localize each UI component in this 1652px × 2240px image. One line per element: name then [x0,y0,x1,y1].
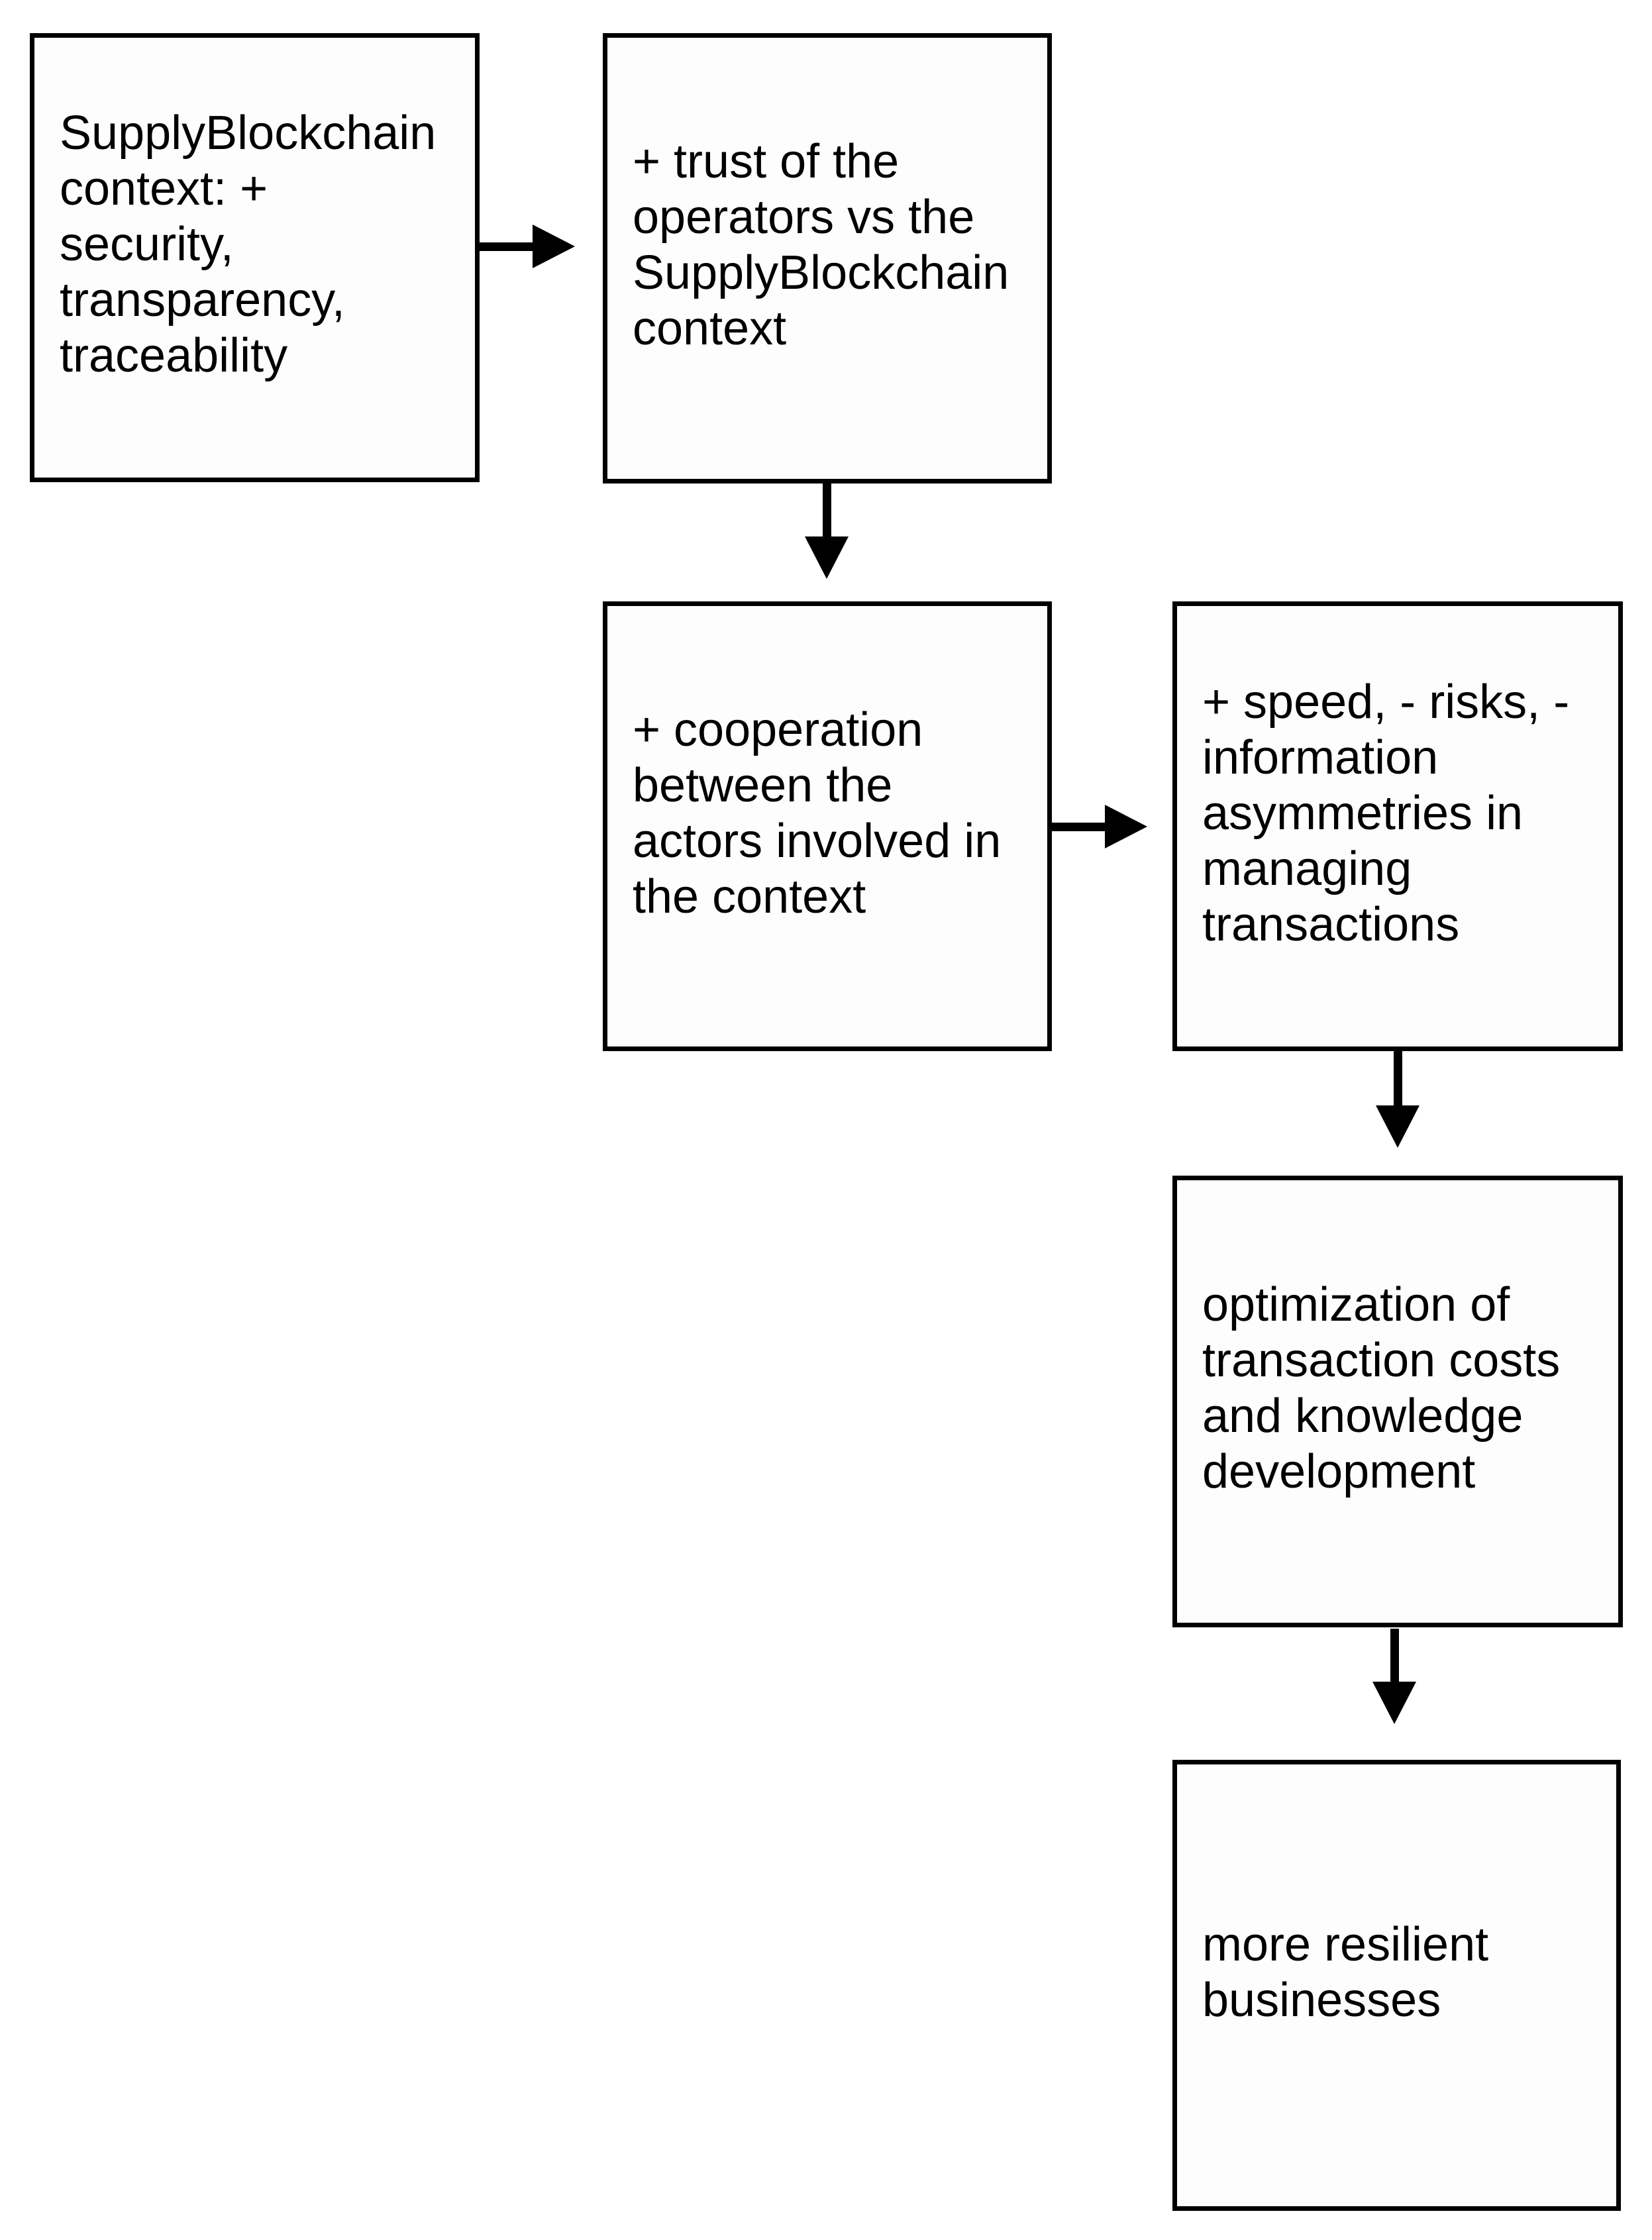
flow-box-text-line: + trust of the [633,135,900,188]
flow-box-text-line: transparency, [60,274,345,327]
arrow-shaft [1390,1629,1399,1684]
flow-box-text-line: information [1202,731,1439,784]
flow-box-text-line: more resilient [1202,1917,1489,1971]
arrowhead-right-icon [533,225,575,268]
flow-box-text-line: asymmetries in [1202,786,1523,840]
flow-box-more-resilient-businesses: more resilient businesses [1172,1760,1621,2211]
flow-box-text-line: actors involved in [633,814,1002,868]
flow-box-text-line: transactions [1202,897,1460,951]
flow-box-text-line: context: + [60,162,268,215]
flow-box-supplyblockchain-context: SupplyBlockchain context: + security, tr… [30,33,480,482]
flow-box-cooperation-between-actors: + cooperation between the actors involve… [603,601,1052,1051]
flow-box-text-line: the context [633,870,866,923]
flow-box-text-line: businesses [1202,1973,1441,2027]
flow-box-text-line: context [633,302,787,355]
flow-box-text-line: and knowledge [1202,1390,1523,1443]
flow-box-text-line: traceability [60,329,288,382]
arrowhead-down-icon [805,536,849,579]
flow-box-text-line: between the [633,758,893,812]
flow-box-speed-risks-asymmetries: + speed, - risks, - information asymmetr… [1172,601,1623,1051]
arrowhead-right-icon [1105,805,1147,848]
flow-box-text-line: managing [1202,842,1412,895]
flow-box-text-line: SupplyBlockchain [633,246,1009,299]
arrow-shaft [480,242,535,251]
flow-box-text-line: + speed, - risks, - [1202,675,1570,729]
arrow-shaft [1052,823,1108,831]
flow-box-text-line: optimization of [1202,1278,1510,1331]
flow-box-text-line: operators vs the [633,191,975,244]
arrow-shaft [1394,1051,1402,1108]
arrowhead-down-icon [1372,1682,1416,1724]
flow-box-text-line: SupplyBlockchain [60,107,437,160]
flow-box-text-line: + cooperation [633,703,923,756]
arrowhead-down-icon [1376,1105,1420,1148]
arrow-shaft [823,484,831,539]
flow-box-text-line: security, [60,218,234,271]
flow-box-text-line: transaction costs [1202,1334,1561,1387]
flow-box-text-line: development [1202,1445,1476,1498]
flow-box-optimization-transaction-costs: optimization of transaction costs and kn… [1172,1176,1623,1627]
flow-box-trust-of-operators: + trust of the operators vs the SupplyBl… [603,33,1052,484]
